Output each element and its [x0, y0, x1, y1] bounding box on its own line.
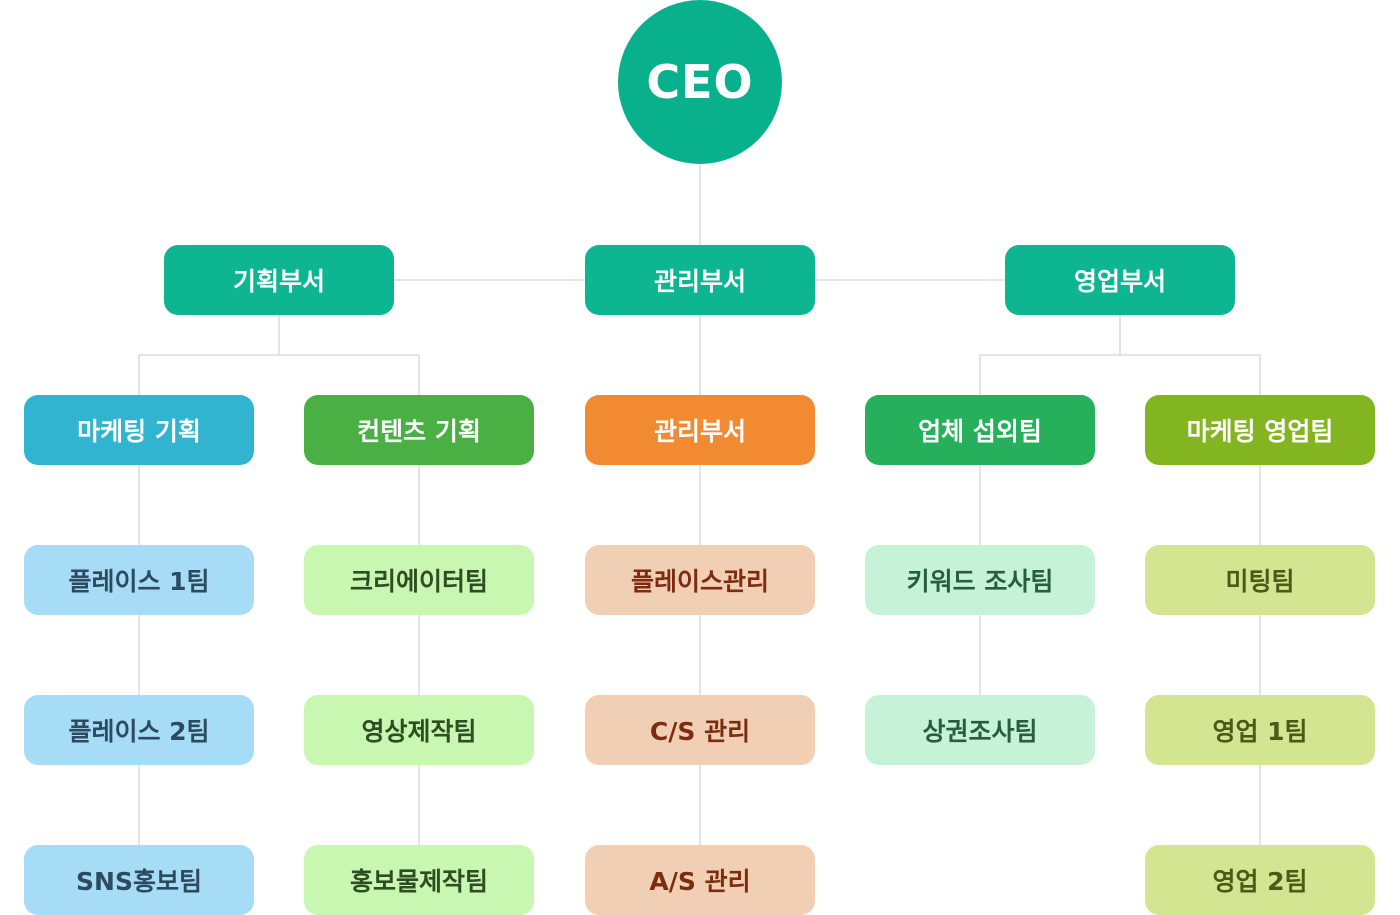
team-as-management: A/S 관리 — [585, 845, 815, 915]
team-head-contents-planning: 컨텐츠 기획 — [304, 395, 534, 465]
dept-planning: 기획부서 — [164, 245, 394, 315]
team-promo-material: 홍보물제작팀 — [304, 845, 534, 915]
team-sales-1: 영업 1팀 — [1145, 695, 1375, 765]
dept-management: 관리부서 — [585, 245, 815, 315]
team-creator: 크리에이터팀 — [304, 545, 534, 615]
team-head-management: 관리부서 — [585, 395, 815, 465]
team-place-2: 플레이스 2팀 — [24, 695, 254, 765]
team-sales-2: 영업 2팀 — [1145, 845, 1375, 915]
team-video-production: 영상제작팀 — [304, 695, 534, 765]
team-market-research: 상권조사팀 — [865, 695, 1095, 765]
team-keyword-research: 키워드 조사팀 — [865, 545, 1095, 615]
team-place-management: 플레이스관리 — [585, 545, 815, 615]
ceo-node: CEO — [618, 0, 782, 164]
team-head-vendor-recruiting: 업체 섭외팀 — [865, 395, 1095, 465]
team-head-marketing-sales: 마케팅 영업팀 — [1145, 395, 1375, 465]
dept-sales: 영업부서 — [1005, 245, 1235, 315]
team-place-1: 플레이스 1팀 — [24, 545, 254, 615]
team-meeting: 미팅팀 — [1145, 545, 1375, 615]
team-cs-management: C/S 관리 — [585, 695, 815, 765]
team-head-marketing-planning: 마케팅 기획 — [24, 395, 254, 465]
team-sns-promo: SNS홍보팀 — [24, 845, 254, 915]
